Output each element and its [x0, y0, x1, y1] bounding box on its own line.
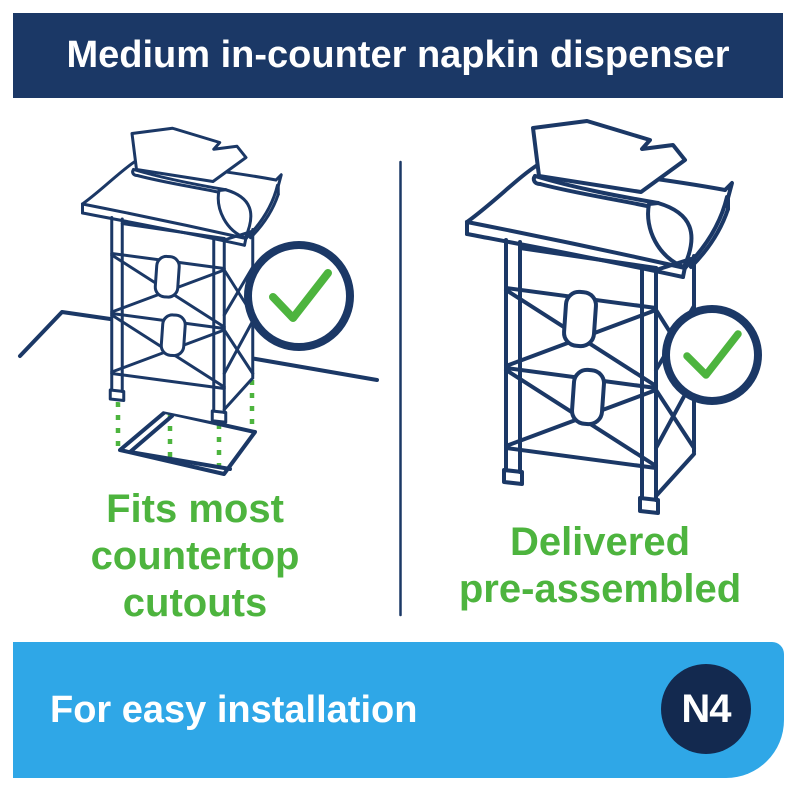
page-title: Medium in-counter napkin dispenser	[66, 34, 730, 76]
right-caption-line: Delivered	[509, 520, 691, 564]
left-illustration	[18, 126, 379, 476]
n4-badge-label: N4	[681, 686, 731, 731]
n4-badge: N4	[661, 664, 751, 754]
countertop-line-left	[18, 310, 133, 358]
countertop-cutout	[118, 410, 257, 476]
left-caption-line: cutouts	[122, 581, 268, 625]
right-illustration	[465, 119, 762, 516]
checkmark-icon	[662, 305, 762, 405]
checkmark-icon	[244, 241, 354, 351]
left-caption-line: Fits most	[106, 487, 284, 531]
right-caption: Delivered pre-assembled	[405, 519, 795, 613]
dashed-guide-lines	[115, 380, 255, 472]
left-caption: Fits most countertop cutouts	[15, 486, 375, 627]
footer-text: For easy installation	[50, 688, 418, 731]
left-caption-line: countertop	[90, 534, 300, 578]
header-bar: Medium in-counter napkin dispenser	[13, 13, 783, 98]
countertop-line-right	[248, 356, 379, 382]
right-caption-line: pre-assembled	[458, 567, 742, 611]
footer-bar: For easy installation N4	[13, 642, 784, 778]
